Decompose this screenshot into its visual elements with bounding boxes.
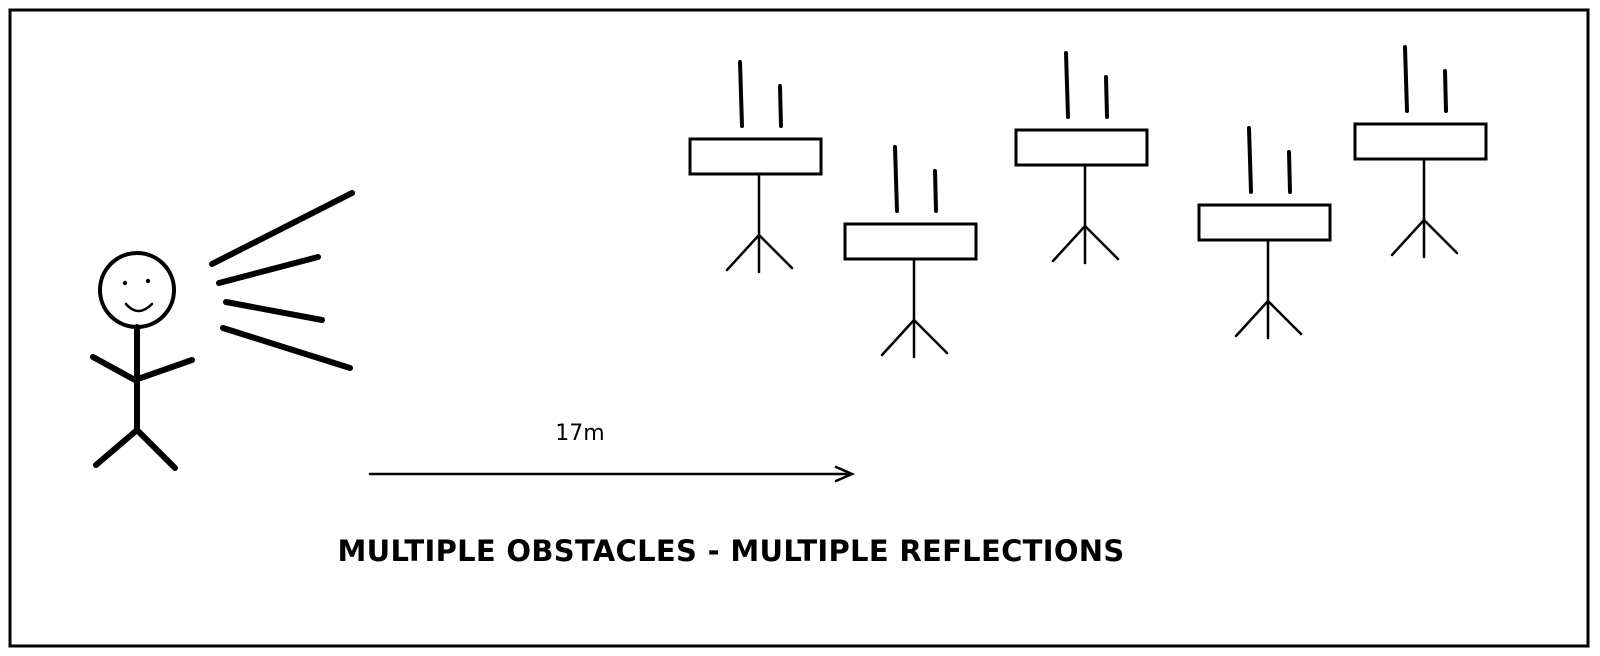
reflection-mark (1064, 51, 1070, 119)
sound-wave-line (216, 254, 321, 286)
distance-arrow-head (834, 465, 856, 483)
obstacle-leg (1266, 299, 1303, 336)
obstacle-leg (757, 233, 794, 270)
obstacles-group (688, 45, 1488, 359)
diagram-caption: MULTIPLE OBSTACLES - MULTIPLE REFLECTION… (337, 534, 1124, 568)
reflection-mark (1287, 150, 1292, 194)
reflection-mark (1104, 75, 1109, 119)
speaker-right-eye (145, 278, 151, 284)
obstacle-stand (1197, 126, 1332, 340)
diagram-frame (8, 8, 1590, 648)
speaker-left-arm (90, 354, 138, 383)
sound-wave-line (220, 325, 353, 371)
obstacle-board (1353, 122, 1488, 161)
distance-arrow (368, 465, 856, 483)
sound-wave-line (209, 190, 355, 267)
reflection-mark (893, 145, 899, 213)
reflection-mark (1403, 45, 1409, 113)
speaker-right-leg (134, 427, 178, 471)
reflection-mark (738, 60, 744, 128)
obstacle-leg (1422, 218, 1459, 255)
obstacle-stand (688, 60, 823, 274)
obstacle-leg (880, 318, 916, 357)
distance-label: 17m (555, 421, 604, 446)
sound-waves (209, 190, 355, 371)
speaker-smile (124, 302, 154, 313)
sound-wave-line (223, 299, 325, 323)
obstacle-leg (1390, 218, 1426, 257)
obstacle-board (843, 222, 978, 261)
speaker-left-leg (93, 427, 140, 468)
reflection-mark (778, 84, 783, 128)
obstacle-board (1197, 203, 1332, 242)
speaker-right-arm (132, 357, 195, 383)
obstacle-stand (1353, 45, 1488, 259)
speaker-stick-figure (90, 251, 195, 471)
obstacle-board (688, 137, 823, 176)
obstacle-board (1014, 128, 1149, 167)
obstacle-leg (912, 318, 949, 355)
obstacle-leg (1234, 299, 1270, 338)
reflection-mark (1443, 69, 1448, 113)
obstacle-leg (1083, 224, 1120, 261)
reflection-mark (1247, 126, 1253, 194)
reflection-mark (933, 169, 938, 213)
obstacle-leg (1051, 224, 1087, 263)
obstacle-stand (843, 145, 978, 359)
obstacle-leg (725, 233, 761, 272)
obstacle-stand (1014, 51, 1149, 265)
speaker-left-eye (122, 280, 128, 286)
